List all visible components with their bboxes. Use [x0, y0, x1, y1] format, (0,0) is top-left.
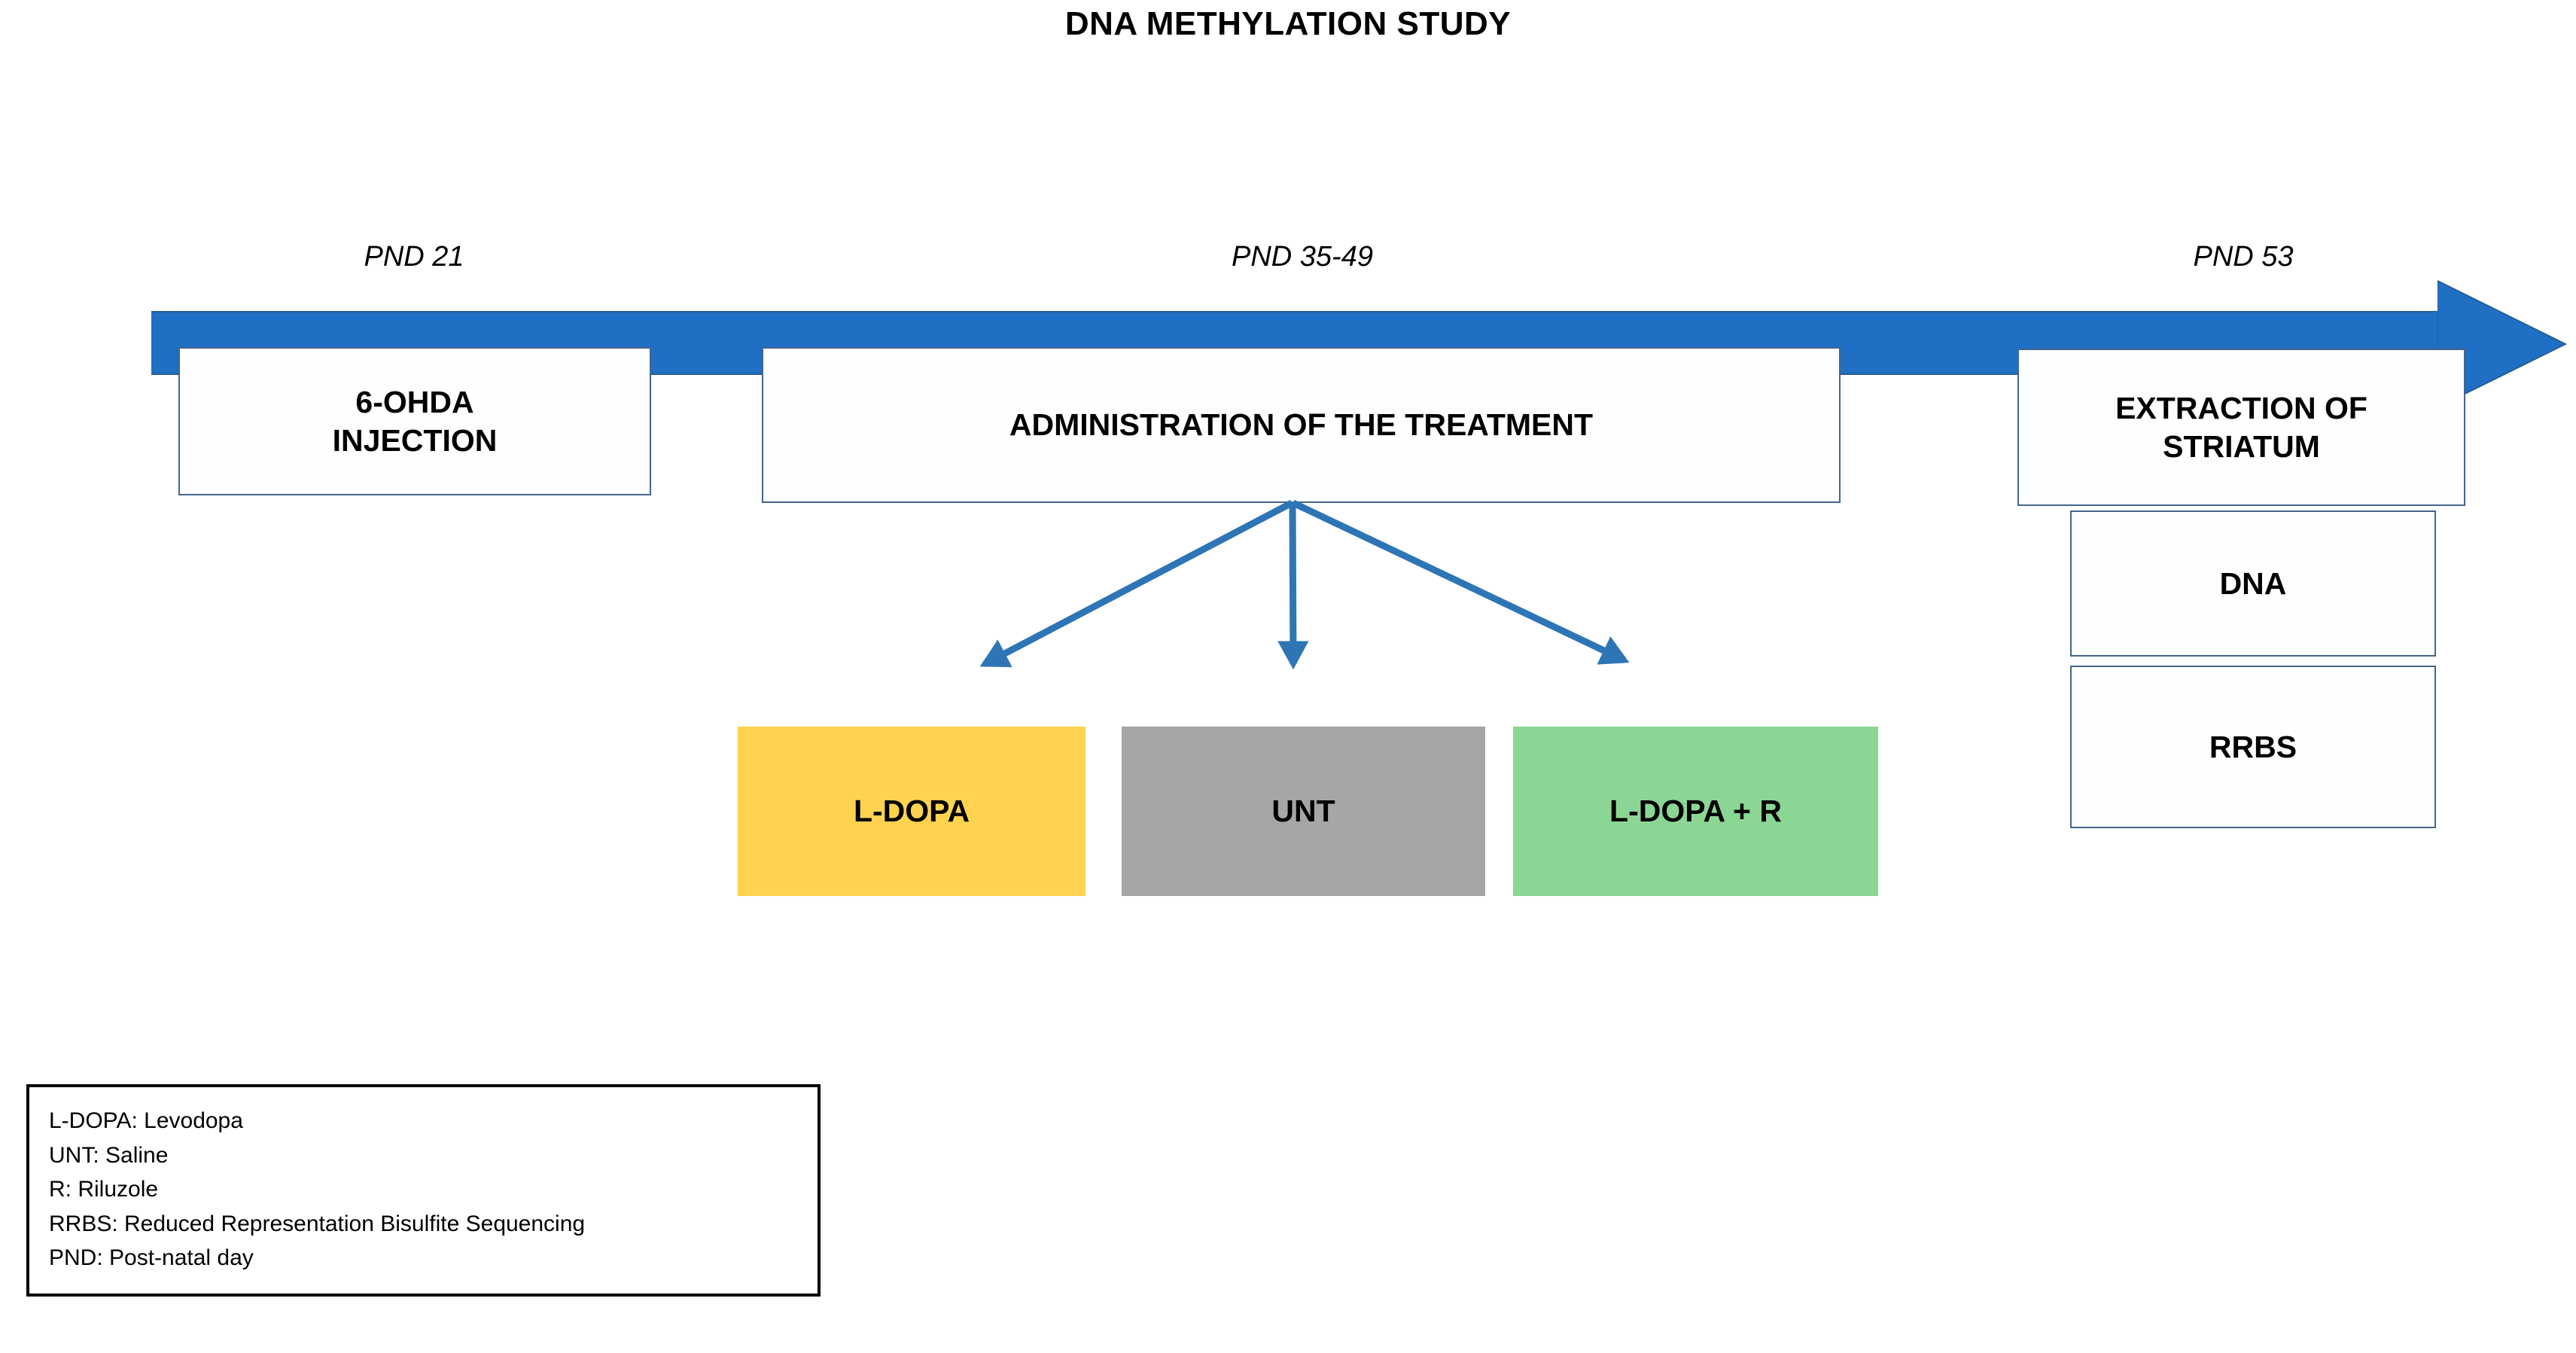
branch-arrow-left [979, 500, 1294, 668]
legend-line-r: R: Riluzole [49, 1177, 159, 1202]
sample-box-dna[interactable]: DNA [2070, 510, 2436, 657]
stage-box-6ohda-injection[interactable]: 6-OHDA INJECTION [178, 347, 651, 495]
treatment-group-box-l-dopa[interactable]: L-DOPA [738, 727, 1086, 896]
sample-box-rrbs-label: RRBS [2209, 729, 2297, 764]
branch-arrow-right [1292, 499, 1630, 665]
stage-box-injection-label: 6-OHDA INJECTION [333, 383, 498, 459]
treatment-group-label-l-dopa-plus-r: L-DOPA + R [1609, 794, 1782, 828]
legend-line-rrbs: RRBS: Reduced Representation Bisulfite S… [49, 1211, 586, 1236]
legend-box: L-DOPA: Levodopa UNT: Saline R: Riluzole… [26, 1084, 821, 1297]
stage-box-extraction-label: EXTRACTION OF STRIATUM [2115, 389, 2367, 465]
treatment-group-box-unt[interactable]: UNT [1122, 727, 1485, 896]
legend-line-pnd: PND: Post-natal day [49, 1245, 254, 1271]
stage-box-extraction-line2: STRIATUM [2163, 428, 2320, 464]
treatment-group-label-l-dopa: L-DOPA [853, 794, 970, 828]
sample-box-rrbs[interactable]: RRBS [2070, 666, 2436, 828]
stage-box-injection-line2: INJECTION [332, 422, 498, 458]
pnd-label-third: PND 53 [2193, 241, 2294, 273]
stage-box-treatment-label: ADMINISTRATION OF THE TREATMENT [1009, 407, 1594, 443]
pnd-label-first: PND 21 [364, 241, 464, 273]
treatment-group-label-unt: UNT [1271, 794, 1335, 828]
legend-line-unt: UNT: Saline [49, 1142, 169, 1168]
stage-box-administration-of-treatment[interactable]: ADMINISTRATION OF THE TREATMENT [762, 347, 1841, 503]
legend-line-l-dopa: L-DOPA: Levodopa [49, 1108, 243, 1133]
sample-box-dna-label: DNA [2219, 565, 2287, 601]
stage-box-extraction-of-striatum[interactable]: EXTRACTION OF STRIATUM [2017, 349, 2465, 506]
pnd-label-second: PND 35-49 [1232, 241, 1373, 273]
treatment-group-box-l-dopa-plus-r[interactable]: L-DOPA + R [1513, 727, 1878, 896]
branch-arrows-group [979, 499, 1630, 670]
timeline-arrowhead-icon [2437, 280, 2567, 408]
page-title: DNA METHYLATION STUDY [1064, 5, 1512, 42]
stage-box-injection-line1: 6-OHDA [355, 385, 474, 420]
stage-box-extraction-line1: EXTRACTION OF [2115, 391, 2367, 426]
